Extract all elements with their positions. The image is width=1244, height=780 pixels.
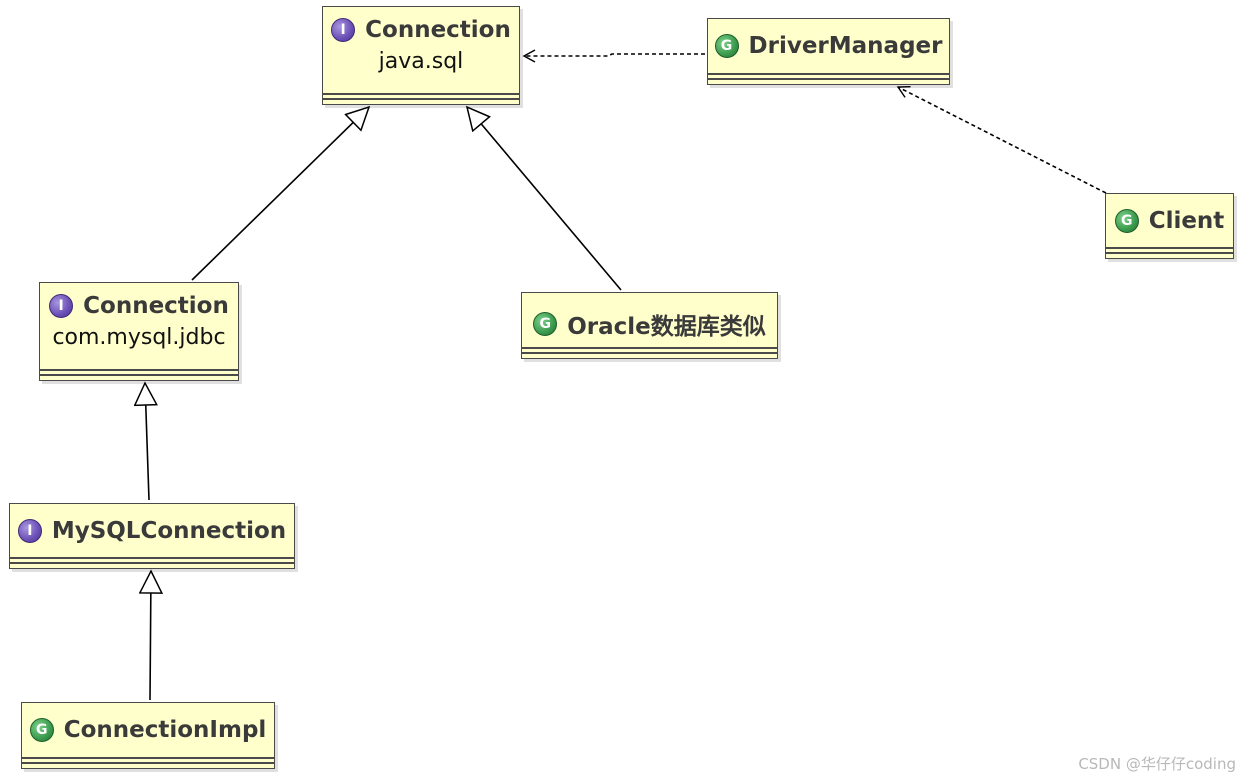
node-title: DriverManager xyxy=(748,33,943,59)
generalization-arrow xyxy=(191,107,369,281)
class-icon: G xyxy=(533,312,558,336)
watermark: CSDN @华仔仔coding xyxy=(1078,755,1236,773)
node-mysqlconnection[interactable]: I MySQLConnection xyxy=(9,503,295,569)
compartment-lines xyxy=(323,92,519,104)
dependency-arrow xyxy=(522,49,705,63)
node-title: Connection xyxy=(365,17,511,43)
node-title: Connection xyxy=(83,293,229,319)
compartment-lines xyxy=(40,368,238,380)
dependency-arrow xyxy=(896,85,1107,194)
node-header: I Connection xyxy=(323,7,519,43)
compartment-lines xyxy=(1106,246,1233,258)
relationship-lines xyxy=(145,49,1107,701)
node-title: Client xyxy=(1148,208,1225,234)
compartment-lines xyxy=(10,556,294,568)
node-client[interactable]: G Client xyxy=(1105,193,1234,259)
node-header: I MySQLConnection xyxy=(10,504,294,544)
node-drivermanager[interactable]: G DriverManager xyxy=(707,18,950,85)
node-connectionimpl[interactable]: G ConnectionImpl xyxy=(21,702,275,769)
class-icon: G xyxy=(714,34,739,58)
node-header: G DriverManager xyxy=(708,19,949,59)
generalization-arrow xyxy=(145,383,149,501)
generalization-arrow xyxy=(467,107,622,291)
compartment-lines xyxy=(708,72,949,84)
node-header: G ConnectionImpl xyxy=(22,703,274,743)
node-connection-com-mysql-jdbc[interactable]: I Connection com.mysql.jdbc xyxy=(39,282,239,381)
node-connection-java-sql[interactable]: I Connection java.sql xyxy=(322,6,520,105)
node-oracle[interactable]: G Oracle数据库类似 xyxy=(521,292,778,359)
interface-icon: I xyxy=(17,519,42,543)
class-icon: G xyxy=(1114,209,1139,233)
interface-icon: I xyxy=(331,18,356,42)
node-package: com.mysql.jdbc xyxy=(52,325,226,350)
node-title: MySQLConnection xyxy=(51,518,287,544)
compartment-lines xyxy=(22,756,274,768)
node-title: Oracle数据库类似 xyxy=(567,314,766,340)
node-header: G Oracle数据库类似 xyxy=(522,293,777,341)
node-header: I Connection xyxy=(40,283,238,319)
generalization-arrow xyxy=(150,571,151,701)
interface-icon: I xyxy=(49,294,74,318)
node-package: java.sql xyxy=(378,49,464,74)
node-header: G Client xyxy=(1106,194,1233,234)
compartment-lines xyxy=(522,346,777,358)
node-title: ConnectionImpl xyxy=(63,717,267,743)
class-icon: G xyxy=(29,718,54,742)
